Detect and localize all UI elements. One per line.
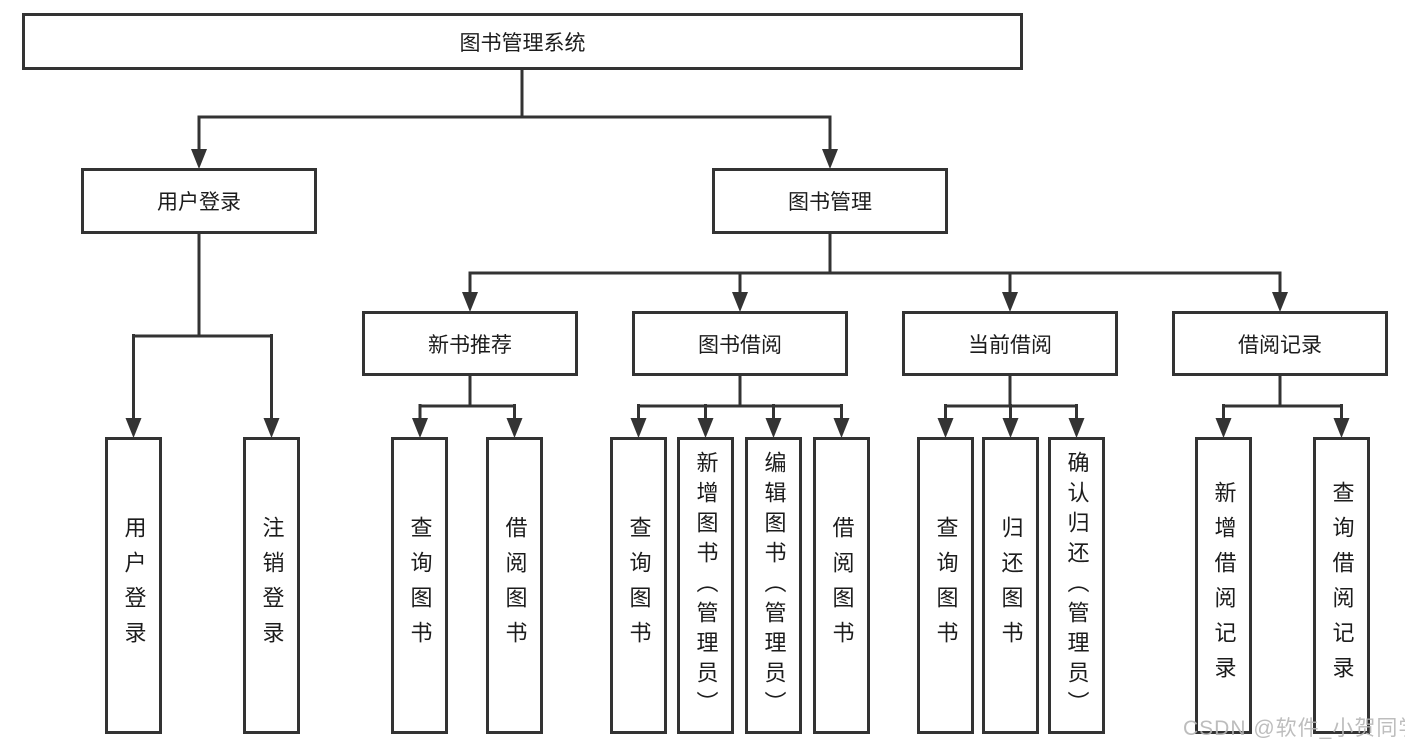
leaf-query-borrow-record: 查询借阅记录 (1313, 437, 1370, 734)
leaf-add-borrow-record: 新增借阅记录 (1195, 437, 1252, 734)
leaf-edit-books-admin: 编辑图书（管理员） (745, 437, 802, 734)
node-root-label: 图书管理系统 (459, 31, 586, 55)
leaf-query-books-borrowing-label: 查询图书 (626, 515, 652, 656)
leaf-add-books-admin: 新增图书（管理员） (677, 437, 734, 734)
leaf-borrow-books-borrowing-label: 借阅图书 (829, 515, 855, 656)
node-current-borrowing-label: 当前借阅 (968, 333, 1052, 357)
node-book-management: 图书管理 (712, 168, 948, 234)
leaf-query-books-recommend: 查询图书 (391, 437, 448, 734)
node-user-login-label: 用户登录 (157, 191, 241, 214)
node-borrowing-records-label: 借阅记录 (1238, 333, 1322, 357)
leaf-add-books-admin-label: 新增图书（管理员） (693, 450, 719, 721)
leaf-confirm-return-admin: 确认归还（管理员） (1048, 437, 1105, 734)
leaf-query-books-current: 查询图书 (917, 437, 974, 734)
node-book-borrowing: 图书借阅 (632, 311, 848, 376)
node-current-borrowing: 当前借阅 (902, 311, 1118, 376)
leaf-user-login: 用户登录 (105, 437, 162, 734)
leaf-return-books-label: 归还图书 (998, 515, 1024, 656)
leaf-query-borrow-record-label: 查询借阅记录 (1329, 480, 1355, 691)
connector-segments (132, 70, 1343, 420)
leaf-query-books-borrowing: 查询图书 (610, 437, 667, 734)
leaf-query-books-recommend-label: 查询图书 (407, 515, 433, 656)
leaf-borrow-books-recommend: 借阅图书 (486, 437, 543, 734)
leaf-logout-label: 注销登录 (259, 515, 285, 656)
node-root: 图书管理系统 (22, 13, 1023, 70)
leaf-user-login-label: 用户登录 (121, 515, 147, 656)
node-borrowing-records: 借阅记录 (1172, 311, 1388, 376)
leaf-edit-books-admin-label: 编辑图书（管理员） (761, 450, 787, 721)
leaf-confirm-return-admin-label: 确认归还（管理员） (1064, 450, 1090, 721)
leaf-query-books-current-label: 查询图书 (933, 515, 959, 656)
watermark-text: CSDN @软件_小贺同学 (1183, 717, 1405, 740)
node-book-borrowing-label: 图书借阅 (698, 333, 782, 357)
leaf-borrow-books-borrowing: 借阅图书 (813, 437, 870, 734)
node-new-book-recommend-label: 新书推荐 (428, 333, 512, 357)
leaf-return-books: 归还图书 (982, 437, 1039, 734)
node-new-book-recommend: 新书推荐 (362, 311, 578, 376)
leaf-add-borrow-record-label: 新增借阅记录 (1211, 480, 1237, 691)
arrowheads (125, 149, 1350, 438)
node-book-management-label: 图书管理 (788, 191, 872, 214)
leaf-borrow-books-recommend-label: 借阅图书 (502, 515, 528, 656)
node-user-login: 用户登录 (81, 168, 317, 234)
leaf-logout: 注销登录 (243, 437, 300, 734)
